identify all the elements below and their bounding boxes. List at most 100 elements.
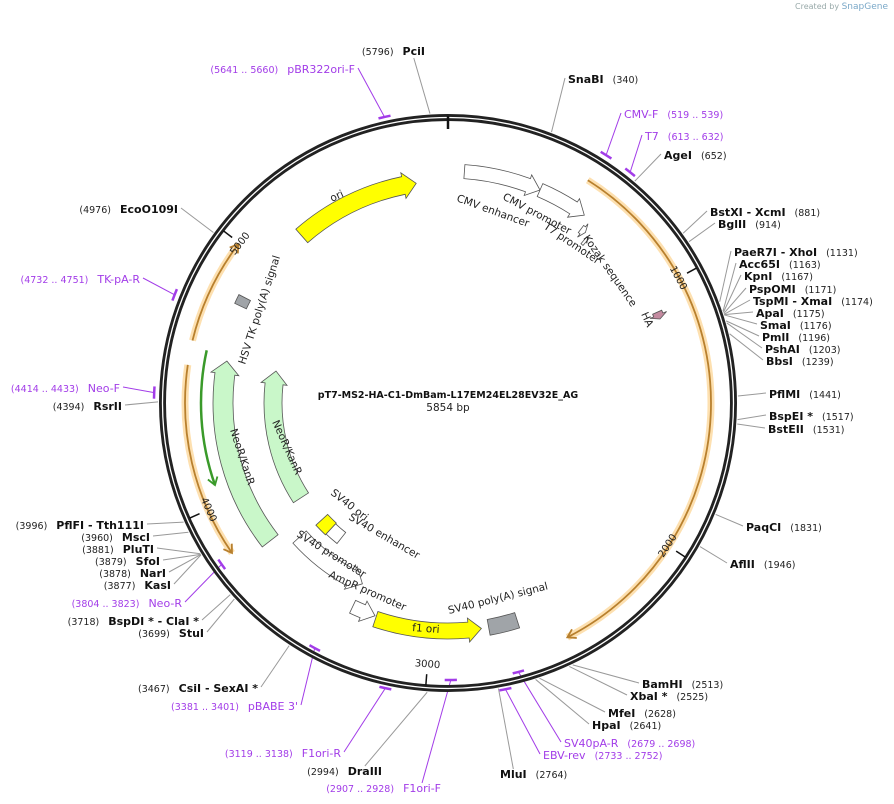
primer-mark[interactable] <box>512 669 525 675</box>
enzyme-leader-line <box>737 423 766 429</box>
orf-arc[interactable] <box>191 243 240 341</box>
feature-hsv-tk-poly-a-signal[interactable] <box>234 294 252 310</box>
enzyme-label-xbai[interactable]: XbaI *2525 <box>630 689 708 704</box>
primer-mark[interactable] <box>152 386 156 399</box>
enzyme-label-agei[interactable]: AgeI652 <box>664 148 727 163</box>
primer-range: 3119 .. 3138 <box>225 749 293 760</box>
enzyme-label-mfei[interactable]: MfeI2628 <box>608 706 676 721</box>
enzyme-label-pspomi[interactable]: PspOMI1171 <box>749 282 836 297</box>
orf-arc[interactable] <box>184 364 233 554</box>
enzyme-label-kpni[interactable]: KpnI1167 <box>744 269 813 284</box>
enzyme-label-ecoo109i[interactable]: 4976EcoO109I <box>79 202 178 217</box>
primer-range: 613 .. 632 <box>668 132 724 143</box>
enzyme-label-bsteii[interactable]: BstEII1531 <box>768 422 845 437</box>
orf-arc[interactable] <box>566 179 712 639</box>
primer-mark[interactable] <box>378 114 391 120</box>
enzyme-label-pflmi[interactable]: PflMI1441 <box>769 387 841 402</box>
enzyme-label-paer7i-xhoi[interactable]: PaeR7I - XhoI1131 <box>734 245 858 260</box>
enzyme-name: BbsI <box>766 355 793 368</box>
primer-leader-line <box>505 689 541 755</box>
primer-mark[interactable] <box>379 685 392 691</box>
enzyme-label-msci[interactable]: 3960MscI <box>81 530 150 545</box>
enzyme-label-draiii[interactable]: 2994DraIII <box>307 764 382 779</box>
enzyme-leader-line <box>173 554 202 585</box>
enzyme-position: 1203 <box>809 345 841 356</box>
primer-label-ebv-rev[interactable]: EBV-rev2733 .. 2752 <box>543 748 662 763</box>
enzyme-label-bglii[interactable]: BglII914 <box>718 217 781 232</box>
feature-ha[interactable] <box>649 309 667 320</box>
enzyme-label-bamhi[interactable]: BamHI2513 <box>642 677 723 692</box>
enzyme-label-pshai[interactable]: PshAI 1203 <box>765 342 841 357</box>
primer-label-neo-r[interactable]: 3804 .. 3823Neo-R <box>72 596 182 611</box>
primer-mark[interactable] <box>499 686 512 692</box>
primer-mark[interactable] <box>600 150 613 160</box>
primer-mark[interactable] <box>624 167 636 178</box>
feature-kozak-sequence[interactable] <box>580 236 590 246</box>
enzyme-label-acc65i[interactable]: Acc65I1163 <box>739 257 821 272</box>
enzyme-label-hpai[interactable]: HpaI2641 <box>592 718 661 733</box>
enzyme-name: PspOMI <box>749 283 796 296</box>
enzyme-leader-line <box>723 299 751 315</box>
feature-f1-ori[interactable] <box>372 610 482 643</box>
enzyme-name: BstXI - XcmI <box>710 206 786 219</box>
enzyme-name: PshAI <box>765 343 800 356</box>
enzyme-label-csii-sexai[interactable]: 3467CsiI - SexAI * <box>138 681 258 696</box>
enzyme-label-bspei[interactable]: BspEI *1517 <box>769 409 854 424</box>
enzyme-label-pmli[interactable]: PmlI1196 <box>762 330 830 345</box>
feature-cmv-enhancer[interactable] <box>463 164 541 197</box>
feature-t7-promoter[interactable] <box>577 223 589 238</box>
primer-label-t7[interactable]: T7613 .. 632 <box>645 129 724 144</box>
enzyme-label-pcii[interactable]: 5796PciI <box>362 44 425 59</box>
feature-sv40-enhancer[interactable] <box>325 523 347 545</box>
primer-name: F1ori-R <box>301 747 341 760</box>
primer-label-cmv-f[interactable]: CMV-F519 .. 539 <box>624 107 723 122</box>
enzyme-position: 1441 <box>809 390 841 401</box>
enzyme-label-smai[interactable]: SmaI1176 <box>760 318 832 333</box>
enzyme-label-stui[interactable]: 3699StuI <box>138 626 204 641</box>
enzyme-name: BglII <box>718 218 747 231</box>
primer-mark[interactable] <box>217 558 227 570</box>
primer-label-tk-pa-r[interactable]: 4732 .. 4751TK-pA-R <box>21 272 141 287</box>
feature-cmv-promoter[interactable] <box>536 183 585 218</box>
feature-ampr-promoter[interactable] <box>349 599 376 623</box>
enzyme-label-paqci[interactable]: PaqCI1831 <box>746 520 822 535</box>
enzyme-label-rsrii[interactable]: 4394RsrII <box>53 399 122 414</box>
enzyme-label-kasi[interactable]: 3877KasI <box>104 578 171 593</box>
enzyme-leader-line <box>724 311 754 316</box>
feature-sv40-promoter[interactable] <box>292 530 363 590</box>
enzyme-label-aflii[interactable]: AflII1946 <box>730 557 796 572</box>
enzyme-label-tspmi-xmai[interactable]: TspMI - XmaI1174 <box>753 294 873 309</box>
primer-label-f1ori-f[interactable]: 2907 .. 2928F1ori-F <box>326 781 441 796</box>
enzyme-label-sfoi[interactable]: 3879SfoI <box>95 554 160 569</box>
enzyme-label-bspdi-clai[interactable]: 3718BspDI * - ClaI * <box>68 614 199 629</box>
enzyme-position: 2994 <box>307 767 339 778</box>
primer-label-f1ori-r[interactable]: 3119 .. 3138 F1ori-R <box>225 746 341 761</box>
primer-mark[interactable] <box>171 288 179 302</box>
enzyme-leader-line <box>572 664 640 684</box>
primer-label-pbr322ori-f[interactable]: 5641 .. 5660pBR322ori-F <box>210 62 355 77</box>
enzyme-position: 3996 <box>16 521 48 532</box>
enzyme-label-pflfi-tth111i[interactable]: 3996PflFI - Tth111I <box>16 518 144 533</box>
primer-mark[interactable] <box>308 644 321 653</box>
enzyme-label-bstxi-xcmi[interactable]: BstXI - XcmI881 <box>710 205 820 220</box>
primer-label-neo-f[interactable]: 4414 .. 4433Neo-F <box>11 381 120 396</box>
feature-sv40-ori[interactable] <box>315 513 337 536</box>
enzyme-label-bbsi[interactable]: BbsI1239 <box>766 354 834 369</box>
enzyme-label-pluti[interactable]: 3881PluTI <box>82 542 154 557</box>
enzyme-leader-line <box>201 594 231 621</box>
enzyme-position: 1946 <box>764 560 796 571</box>
enzyme-label-snabi[interactable]: SnaBI340 <box>568 72 638 87</box>
enzyme-label-apai[interactable]: ApaI1175 <box>756 306 825 321</box>
feature-sv40-poly-a-signal[interactable] <box>486 612 521 636</box>
enzyme-label-mlui[interactable]: MluI2764 <box>500 767 567 782</box>
feature-neor-kanr[interactable] <box>260 370 310 504</box>
orf-arc[interactable] <box>199 350 217 486</box>
primer-label-pbabe-3[interactable]: 3381 .. 3401pBABE 3' <box>171 699 298 714</box>
primer-label-sv40pa-r[interactable]: SV40pA-R2679 .. 2698 <box>564 736 695 751</box>
feature-neor-kanr[interactable] <box>209 360 279 548</box>
feature-ori[interactable] <box>295 171 417 244</box>
enzyme-leader-line <box>722 274 742 313</box>
primer-leader-line <box>142 277 175 296</box>
primer-range: 4414 .. 4433 <box>11 384 79 395</box>
enzyme-label-nari[interactable]: 3878NarI <box>99 566 166 581</box>
